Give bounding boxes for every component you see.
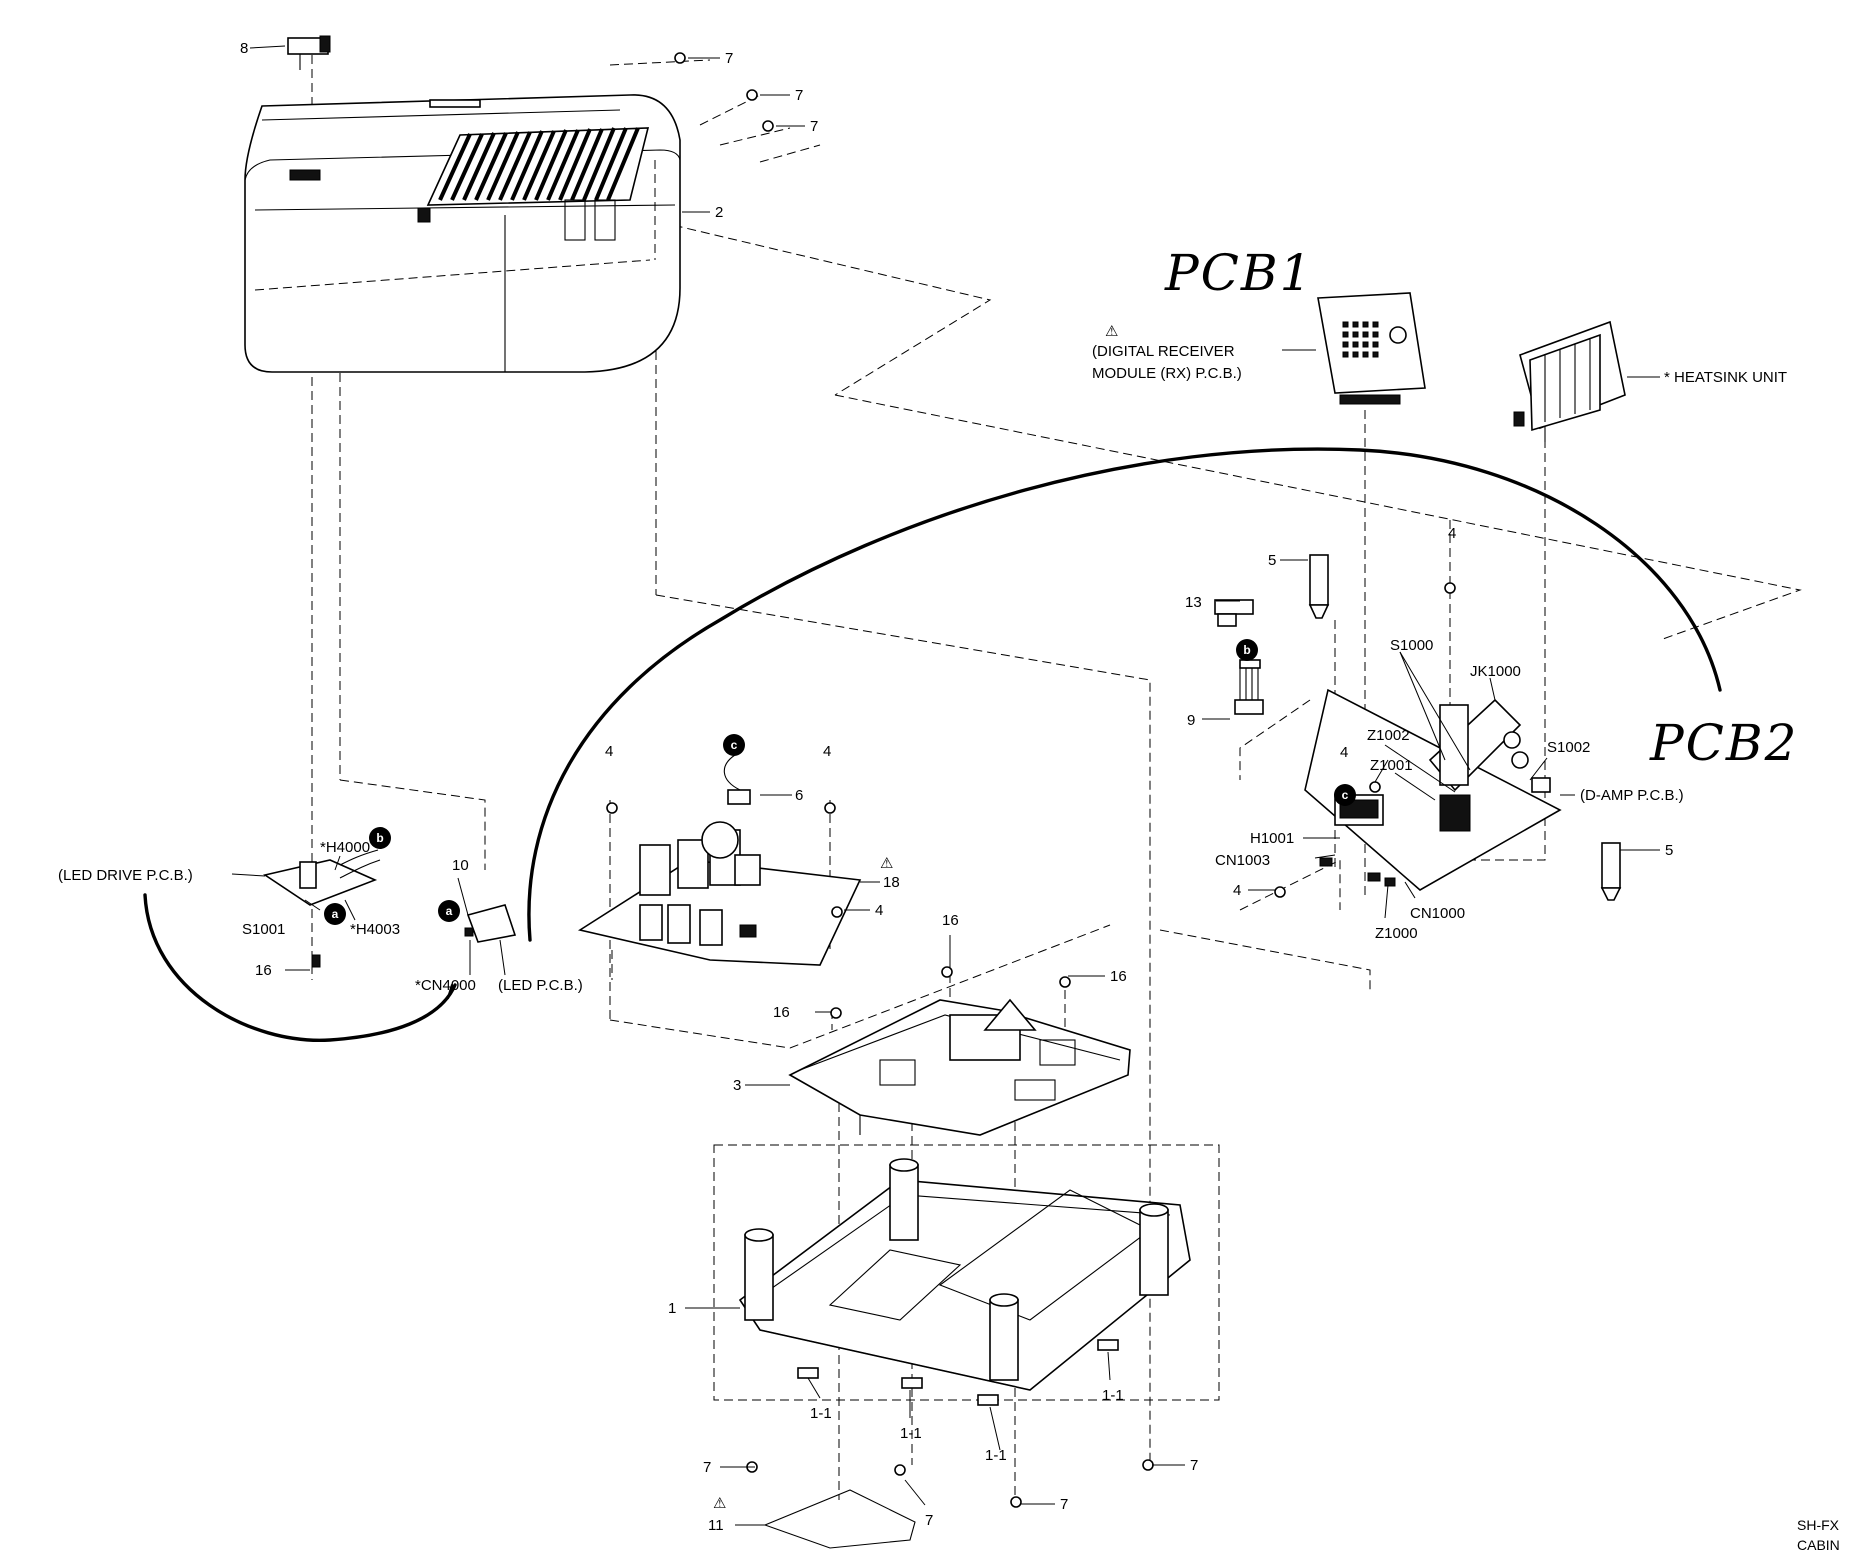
screws-upper bbox=[674, 52, 774, 132]
part-number-2: 2 bbox=[715, 204, 723, 221]
part-number-4: 4 bbox=[1233, 882, 1241, 899]
part-number-7: 7 bbox=[1060, 1496, 1068, 1513]
badge-a-led-drive-text: a bbox=[332, 907, 339, 921]
led-pcb-label: (LED P.C.B.) bbox=[498, 977, 583, 994]
ref-s1000: S1000 bbox=[1390, 637, 1433, 654]
part-number-13: 13 bbox=[1185, 594, 1202, 611]
badge-b-connector-text: b bbox=[1243, 643, 1250, 657]
badge-c-power: c bbox=[723, 734, 745, 756]
part-number-7: 7 bbox=[925, 1512, 933, 1529]
warning-icon: ⚠ bbox=[713, 1495, 726, 1512]
ref-h4000: *H4000 bbox=[320, 839, 370, 856]
part-number-1: 1 bbox=[668, 1300, 676, 1317]
part-number-16: 16 bbox=[942, 912, 959, 929]
badge-c-power-text: c bbox=[731, 738, 738, 752]
part-number-5: 5 bbox=[1665, 842, 1673, 859]
led-drive-pcb bbox=[263, 849, 381, 968]
washers-and-screws bbox=[606, 582, 1456, 1508]
warning-icon: ⚠ bbox=[880, 855, 893, 872]
badge-c-amp-text: c bbox=[1342, 788, 1349, 802]
ref-cn1000: CN1000 bbox=[1410, 905, 1465, 922]
part-number-16: 16 bbox=[1110, 968, 1127, 985]
circled-badges: b a a c b c bbox=[324, 639, 1356, 925]
part-number-4: 4 bbox=[875, 902, 883, 919]
part-number-7: 7 bbox=[725, 50, 733, 67]
ref-cn4000: *CN4000 bbox=[415, 977, 476, 994]
chassis-tray bbox=[788, 998, 1131, 1136]
digital-receiver-label-2: MODULE (RX) P.C.B.) bbox=[1092, 365, 1242, 382]
part-number-9: 9 bbox=[1187, 712, 1195, 729]
receiver-dot-grid bbox=[1342, 321, 1379, 358]
ref-jk1000: JK1000 bbox=[1470, 663, 1521, 680]
corner-model-text: SH-FX bbox=[1797, 1517, 1840, 1533]
badge-b-led-text: b bbox=[376, 831, 383, 845]
knob bbox=[287, 35, 331, 70]
ref-z1001: Z1001 bbox=[1370, 757, 1413, 774]
base-cabinet bbox=[713, 1144, 1220, 1406]
part-number-1-1: 1-1 bbox=[810, 1405, 832, 1422]
part-number-3: 3 bbox=[733, 1077, 741, 1094]
connector-wire bbox=[1234, 659, 1264, 715]
part-number-4: 4 bbox=[823, 743, 831, 760]
part-number-1-1: 1-1 bbox=[985, 1447, 1007, 1464]
sheet bbox=[763, 1489, 916, 1549]
vent-slots bbox=[438, 127, 640, 201]
warning-icon: ⚠ bbox=[1105, 323, 1118, 340]
part-number-4: 4 bbox=[1448, 525, 1456, 542]
cabinet-pillars bbox=[744, 1158, 1169, 1381]
heatsink-unit bbox=[1513, 320, 1626, 442]
cabinet-feet bbox=[797, 1339, 1119, 1406]
part-number-7: 7 bbox=[1190, 1457, 1198, 1474]
badge-a-led-text: a bbox=[446, 904, 453, 918]
part-number-10: 10 bbox=[452, 857, 469, 874]
ref-h1001: H1001 bbox=[1250, 830, 1294, 847]
clip bbox=[1214, 599, 1254, 627]
part-number-7: 7 bbox=[810, 118, 818, 135]
part-number-7: 7 bbox=[703, 1459, 711, 1476]
part-number-4: 4 bbox=[1340, 744, 1348, 761]
digital-receiver-module bbox=[1317, 292, 1426, 405]
top-cover bbox=[244, 94, 681, 373]
d-amp-pcb bbox=[1304, 688, 1562, 891]
heatsink-label: * HEATSINK UNIT bbox=[1664, 369, 1787, 386]
warning-symbols: ⚠ ⚠ ⚠ bbox=[713, 323, 1118, 1512]
part-number-1-1: 1-1 bbox=[1102, 1387, 1124, 1404]
digital-receiver-label-1: (DIGITAL RECEIVER bbox=[1092, 343, 1235, 360]
part-number-7: 7 bbox=[795, 87, 803, 104]
part-number-18: 18 bbox=[883, 874, 900, 891]
badge-c-amp: c bbox=[1334, 784, 1356, 806]
ref-z1000: Z1000 bbox=[1375, 925, 1418, 942]
led-pcb bbox=[464, 904, 517, 943]
badge-b-led: b bbox=[369, 827, 391, 849]
leader-lines bbox=[231, 45, 1660, 1526]
part-number-11: 11 bbox=[708, 1517, 724, 1534]
ref-s1001: S1001 bbox=[242, 921, 285, 938]
badge-b-connector: b bbox=[1236, 639, 1258, 661]
badge-a-led: a bbox=[438, 900, 460, 922]
ref-z1002: Z1002 bbox=[1367, 727, 1410, 744]
part-number-16: 16 bbox=[773, 1004, 790, 1021]
ref-cn1003: CN1003 bbox=[1215, 852, 1270, 869]
hand-annotation-strokes bbox=[143, 447, 1722, 1042]
part-number-4: 4 bbox=[605, 743, 613, 760]
led-drive-label: (LED DRIVE P.C.B.) bbox=[58, 867, 193, 884]
support-posts bbox=[1308, 554, 1622, 901]
pcb1-annotation: PCB1 bbox=[1164, 244, 1313, 302]
corner-section-text: CABIN bbox=[1797, 1537, 1840, 1553]
power-pcb bbox=[577, 754, 862, 966]
badge-a-led-drive: a bbox=[324, 903, 346, 925]
d-amp-label: (D-AMP P.C.B.) bbox=[1580, 787, 1684, 804]
part-number-16: 16 bbox=[255, 962, 272, 979]
part-number-1-1: 1-1 bbox=[900, 1425, 922, 1442]
part-number-5: 5 bbox=[1268, 552, 1276, 569]
ref-s1002: S1002 bbox=[1547, 739, 1590, 756]
ref-h4003: *H4003 bbox=[350, 921, 400, 938]
part-number-6: 6 bbox=[795, 787, 803, 804]
pcb2-annotation: PCB2 bbox=[1649, 714, 1798, 772]
part-number-8: 8 bbox=[240, 40, 248, 57]
